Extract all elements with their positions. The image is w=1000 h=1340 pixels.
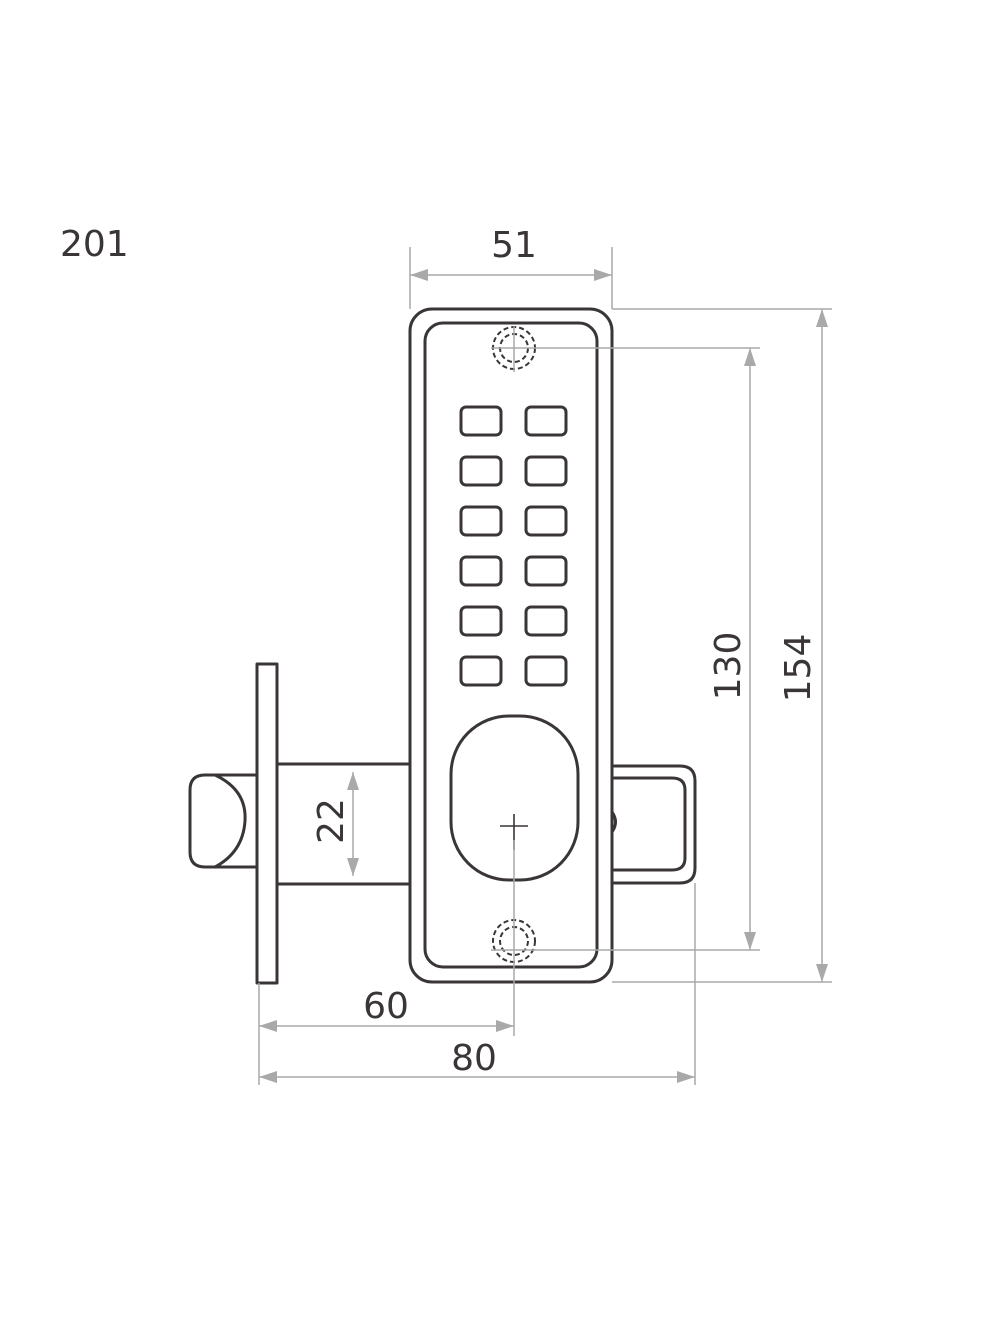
rear-housing	[610, 764, 697, 885]
keypad-button	[524, 555, 568, 587]
dimension-bolt-height-label: 22	[311, 798, 352, 844]
latch-bolt	[188, 773, 264, 869]
keypad-button	[459, 455, 503, 487]
dimension-width: 51	[409, 225, 613, 309]
keypad-button	[459, 605, 503, 637]
keypad-button	[459, 655, 503, 687]
keypad-button	[459, 505, 503, 537]
lock-plate-inner	[423, 321, 599, 969]
keypad	[459, 405, 568, 687]
keypad-button	[459, 405, 503, 437]
dimension-width-label: 51	[491, 225, 537, 266]
dimension-hole-spacing: 130	[708, 348, 756, 950]
keypad-button	[524, 405, 568, 437]
dimension-bolt-height: 22	[311, 772, 359, 876]
keypad-button	[524, 455, 568, 487]
dimension-height-label: 154	[778, 634, 819, 703]
keypad-button	[524, 505, 568, 537]
rear-housing-inner	[610, 776, 687, 872]
dimension-hole-spacing-label: 130	[708, 632, 749, 701]
latch-faceplate	[255, 662, 279, 985]
latch-bevel	[213, 773, 247, 869]
lock-body	[188, 307, 697, 985]
dimension-overall-length: 80	[259, 883, 696, 1085]
keypad-button	[524, 605, 568, 637]
dimension-backset-label: 60	[363, 986, 409, 1027]
dimension-overall-length-label: 80	[451, 1038, 497, 1079]
dimension-backset: 60	[258, 983, 514, 1085]
keypad-button	[524, 655, 568, 687]
dimension-height: 154	[612, 308, 832, 983]
model-number: 201	[60, 224, 129, 265]
keypad-button	[459, 555, 503, 587]
